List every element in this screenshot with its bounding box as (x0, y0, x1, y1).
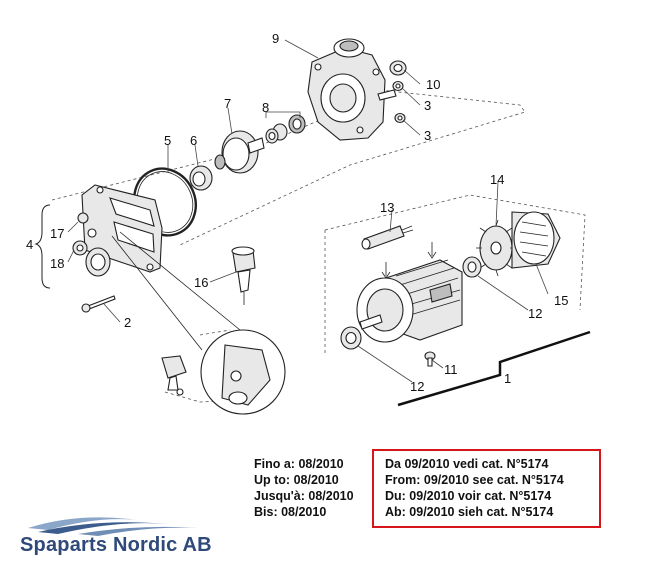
motor-fan (476, 219, 516, 277)
callout-18: 18 (50, 256, 64, 271)
callout-6: 6 (190, 133, 197, 148)
pump-housing (307, 38, 397, 141)
callout-5: 5 (164, 133, 171, 148)
callout-labels: 9 10 3 3 8 7 6 5 4 17 18 2 16 13 14 15 1… (26, 31, 568, 394)
callout-11: 11 (444, 362, 458, 377)
highlight-box (372, 449, 601, 528)
callout-17: 17 (50, 226, 64, 241)
motor-group-line (397, 330, 591, 407)
wave-icon (28, 517, 198, 536)
seal-ring-10 (389, 60, 407, 76)
callout-13: 13 (380, 200, 394, 215)
callout-10: 10 (426, 77, 440, 92)
callout-3-upper: 3 (424, 98, 431, 113)
nut-3-upper (392, 80, 404, 92)
callout-12-lower: 12 (410, 379, 424, 394)
callout-12-upper: 12 (528, 306, 542, 321)
note-line-fr: Jusqu'à: 08/2010 (254, 489, 354, 503)
note-line-it: Fino a: 08/2010 (254, 457, 344, 471)
detail-magnifier (111, 231, 286, 415)
note-line-de: Bis: 08/2010 (254, 505, 327, 519)
screw-11 (424, 351, 436, 367)
note-line-de: Ab: 09/2010 sieh cat. N°5174 (385, 505, 554, 519)
callout-4: 4 (26, 237, 33, 252)
logo-wordmark: Spaparts Nordic AB (20, 534, 212, 556)
callout-8: 8 (262, 100, 269, 115)
callout-1: 1 (504, 371, 511, 386)
callout-14: 14 (490, 172, 504, 187)
electric-motor (356, 242, 463, 343)
bolt (81, 295, 116, 313)
bearing-upper (462, 256, 482, 278)
callout-7: 7 (224, 96, 231, 111)
impeller (214, 130, 265, 174)
callout-16: 16 (194, 275, 208, 290)
note-line-en: From: 09/2010 see cat. N°5174 (385, 473, 564, 487)
cable-gland (231, 246, 256, 305)
callout-9: 9 (272, 31, 279, 46)
note-line-en: Up to: 08/2010 (254, 473, 339, 487)
leader-lines (67, 39, 549, 383)
fan-cover (511, 211, 561, 269)
validity-note-until: Fino a: 08/2010 Up to: 08/2010 Jusqu'à: … (254, 456, 354, 520)
seal-18 (72, 240, 88, 256)
validity-note-from: Da 09/2010 vedi cat. N°5174 From: 09/201… (385, 456, 564, 520)
nut-3-lower (394, 112, 406, 124)
capacitor (361, 225, 414, 250)
callout-3-lower: 3 (424, 128, 431, 143)
callout-2: 2 (124, 315, 131, 330)
note-line-it: Da 09/2010 vedi cat. N°5174 (385, 457, 549, 471)
note-line-fr: Du: 09/2010 voir cat. N°5174 (385, 489, 552, 503)
diffuser-ring (189, 165, 213, 191)
bracket-4 (34, 204, 51, 289)
company-logo: Spaparts Nordic AB (18, 510, 228, 560)
mechanical-seal (265, 114, 306, 144)
plug-17 (77, 212, 97, 238)
bearing-lower (340, 326, 362, 350)
callout-15: 15 (554, 293, 568, 308)
